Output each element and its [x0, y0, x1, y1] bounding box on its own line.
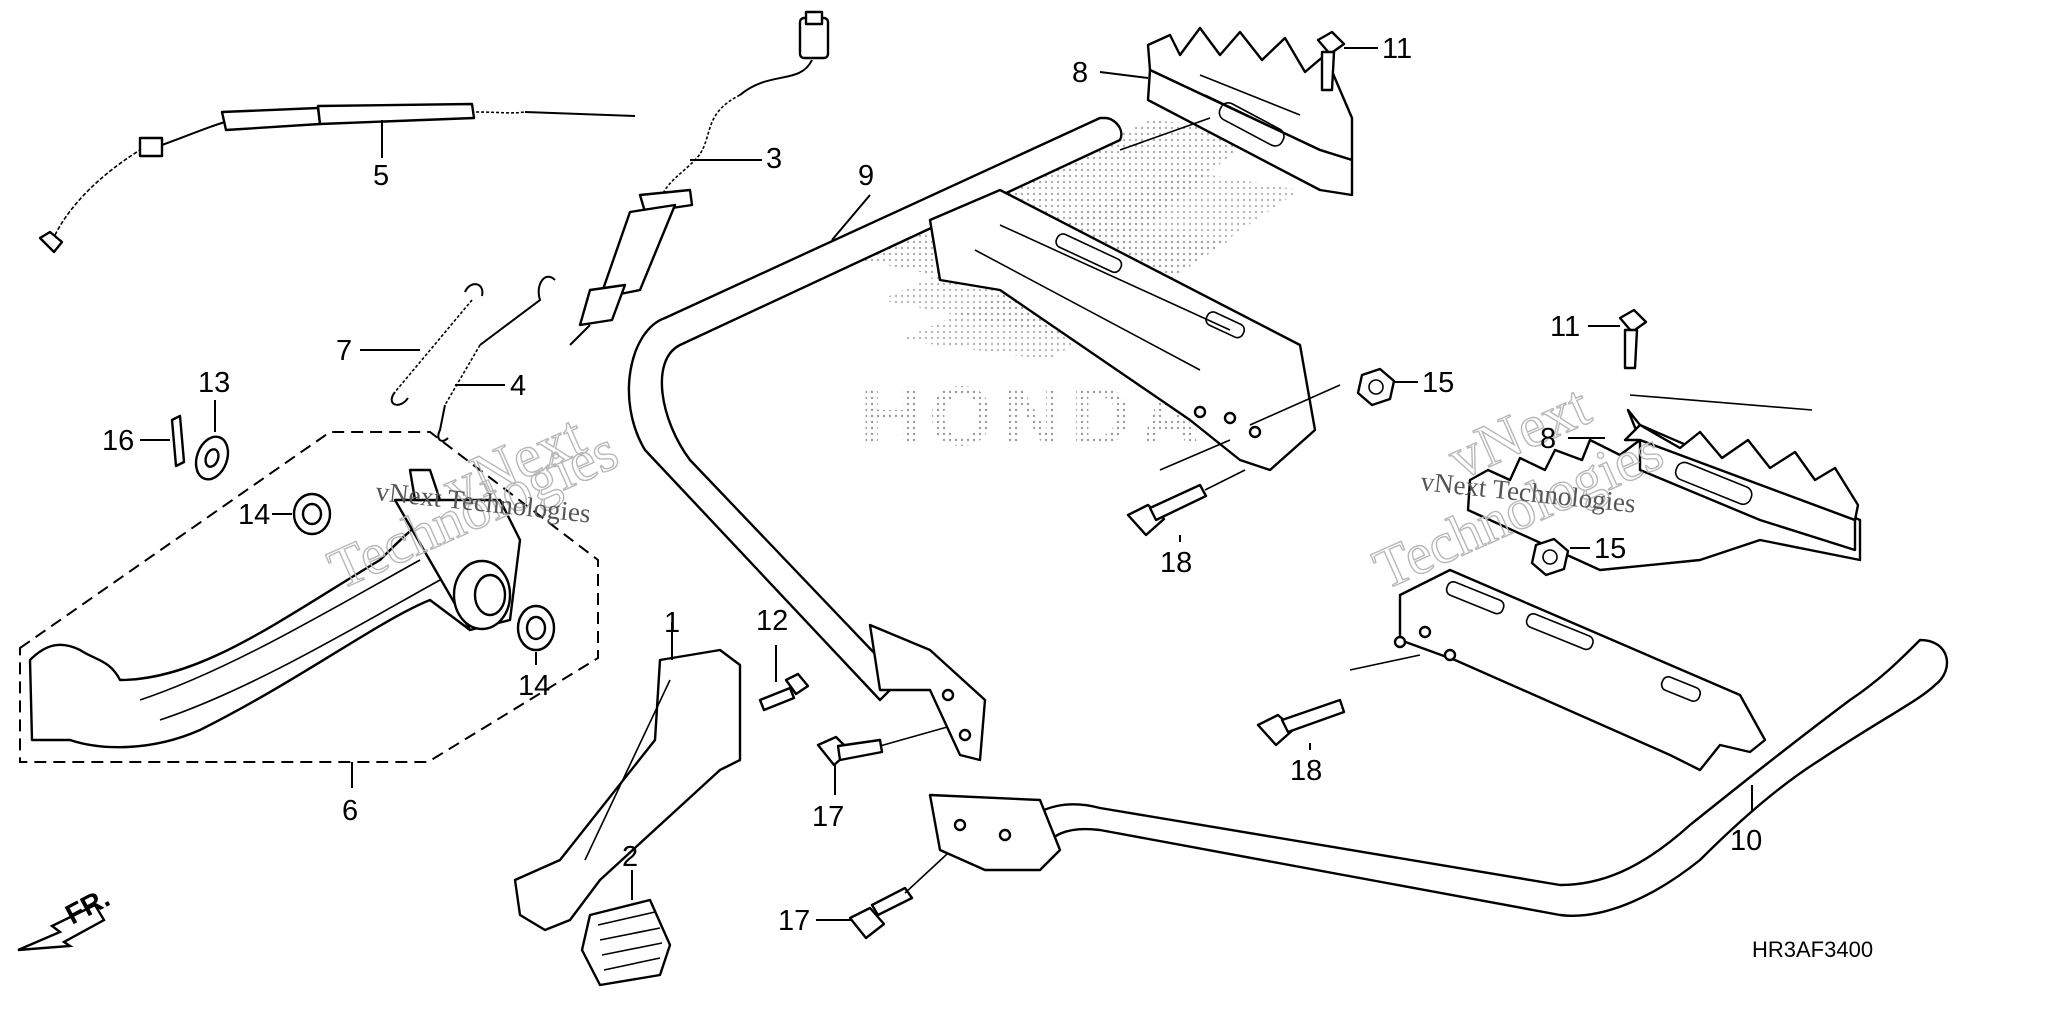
callout-18-lower: 18: [1290, 755, 1322, 787]
part-4-spring: [437, 275, 556, 442]
part-15-nut-lower: [1530, 537, 1590, 577]
part-14-bushing-lower: [516, 604, 556, 665]
part-7-spring: [360, 283, 484, 406]
callout-14-upper: 14: [238, 499, 270, 531]
callout-16: 16: [102, 425, 134, 457]
part-1-pedal-arm: [513, 622, 742, 932]
callout-13: 13: [198, 367, 230, 399]
part-2-pedal-rubber: [580, 870, 672, 987]
callout-15-lower: 15: [1594, 533, 1626, 565]
callout-3: 3: [766, 143, 782, 175]
callout-12: 12: [756, 605, 788, 637]
callout-8-upper: 8: [1072, 57, 1088, 89]
part-13-washer: [194, 400, 230, 481]
callout-11-lower: 11: [1550, 311, 1580, 343]
part-10-footrest-bar-right: [928, 568, 1949, 917]
callout-10: 10: [1730, 825, 1762, 857]
part-12-bolt: [758, 645, 810, 712]
part-3-brake-switch: [569, 10, 830, 346]
callout-14-lower: 14: [518, 670, 550, 702]
front-direction-indicator: FR.: [17, 882, 115, 952]
callout-4: 4: [510, 370, 526, 402]
callout-2: 2: [622, 841, 638, 873]
part-11-bolt-upper: [1316, 30, 1378, 92]
callout-11-upper: 11: [1382, 33, 1412, 65]
part-15-nut-upper: [1356, 367, 1418, 407]
part-5-cable: [38, 102, 636, 254]
part-17-bolt-upper: [816, 721, 966, 795]
callout-5: 5: [373, 160, 389, 192]
callout-15-upper: 15: [1422, 367, 1454, 399]
part-8-footpeg-upper: [1099, 26, 1354, 197]
callout-1: 1: [664, 607, 680, 639]
callout-9: 9: [858, 160, 874, 192]
part-6-brake-pedal-assembly: [19, 431, 599, 788]
part-14-bushing-upper: [272, 492, 332, 536]
drawing-code: HR3AF3400: [1752, 937, 1873, 962]
part-11-bolt-lower: [1588, 308, 1648, 370]
callout-17-lower: 17: [778, 905, 810, 937]
part-17-bolt-lower: [816, 841, 961, 940]
part-16-cotter-pin: [140, 414, 186, 468]
part-18-bolt-upper: [1126, 469, 1246, 542]
callout-17-upper: 17: [812, 801, 844, 833]
part-8-footpeg-lower: [1466, 394, 1862, 572]
part-9-footrest-bar-left: [627, 116, 1341, 762]
callout-6: 6: [342, 795, 358, 827]
callout-18-upper: 18: [1160, 547, 1192, 579]
callout-7: 7: [336, 335, 352, 367]
part-18-bolt-lower: [1256, 698, 1346, 750]
callout-8-lower: 8: [1540, 423, 1556, 455]
